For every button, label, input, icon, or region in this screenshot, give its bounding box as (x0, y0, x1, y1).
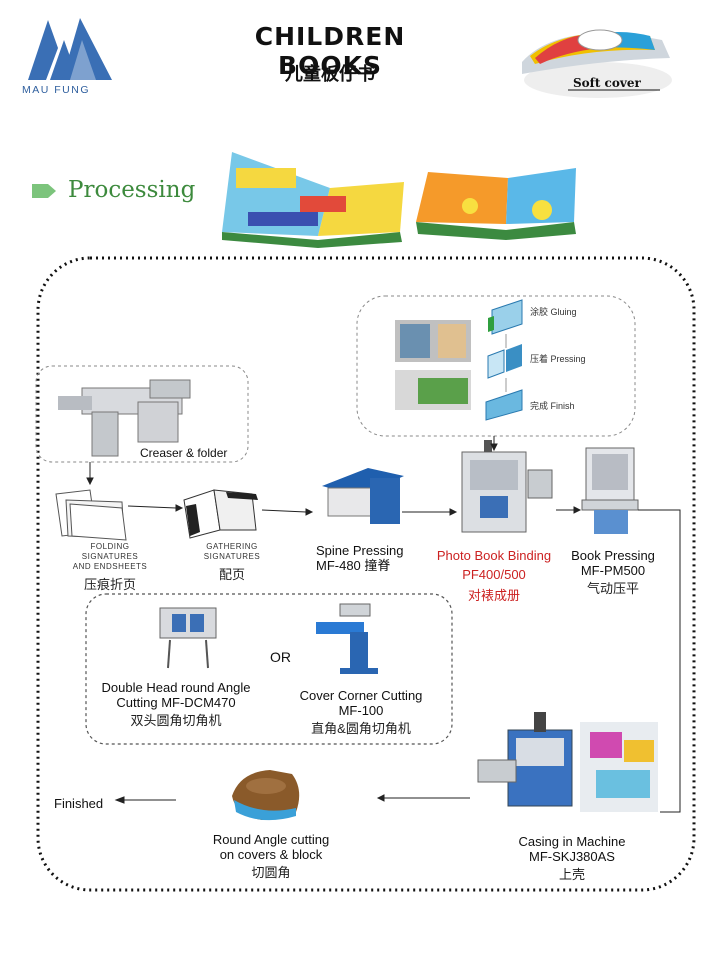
book-pressing-line2: MF-PM500 (580, 563, 646, 578)
folding-line2: SIGNATURES (81, 552, 139, 561)
photo-book-binding-step: Photo Book Binding PF400/500 对裱成册 (420, 548, 568, 604)
corner-zh: 直角&圆角切角机 (311, 721, 411, 736)
cutting-options-box (85, 593, 453, 745)
corner-line2: MF-100 (338, 703, 384, 718)
binding-line2: PF400/500 (462, 567, 526, 582)
folding-signatures-image (55, 489, 127, 541)
processing-bullet-icon (32, 184, 56, 198)
processing-heading: Processing (68, 177, 196, 203)
brand-name: MAU FUNG (22, 84, 90, 96)
round-angle-step: Round Angle cutting on covers & block 切圆… (196, 832, 346, 881)
double-head-zh: 双头圆角切角机 (130, 713, 222, 728)
spine-pressing-step: Spine Pressing MF-480 撞脊 (316, 543, 426, 573)
book-pressing-zh: 气动压平 (586, 581, 639, 596)
binding-zh: 对裱成册 (467, 588, 520, 603)
double-head-line1: Double Head round Angle (101, 680, 251, 695)
gathering-zh: 配页 (218, 567, 245, 582)
folding-line1: FOLDING (90, 542, 130, 551)
gathering-signatures-image (183, 489, 258, 539)
double-head-line2: Cutting MF-DCM470 (116, 695, 236, 710)
creaser-label: Creaser & folder (140, 446, 228, 460)
casing-in-machine-image (477, 712, 573, 807)
cover-corner-cutting-machine-image (316, 603, 378, 674)
spine-line2: MF-480 撞脊 (316, 558, 391, 573)
soft-cover-label: Soft cover (573, 76, 641, 90)
spine-pressing-machine-image (322, 468, 404, 524)
double-head-step: Double Head round Angle Cutting MF-DCM47… (86, 680, 266, 729)
casing-books-photo (580, 722, 658, 812)
double-head-cutting-machine-image (159, 607, 217, 669)
gluing-box (356, 295, 636, 437)
casing-in-step: Casing in Machine MF-SKJ380AS 上壳 (506, 834, 638, 883)
casing-zh: 上壳 (558, 867, 585, 882)
gluing-label: 涂胶 Gluing (530, 307, 577, 317)
soft-cover-book-image (522, 29, 672, 98)
binding-line1: Photo Book Binding (436, 548, 552, 563)
gathering-line1: GATHERING (206, 542, 258, 551)
casing-line2: MF-SKJ380AS (529, 849, 615, 864)
photo-book-binding-machine-image (461, 440, 553, 533)
round-line1: Round Angle cutting (212, 832, 330, 847)
process-border (36, 256, 696, 892)
folding-step: FOLDING SIGNATURES AND ENDSHEETS 压痕折页 (58, 542, 162, 593)
flow-arrows (86, 436, 681, 813)
corner-cutting-step: Cover Corner Cutting MF-100 直角&圆角切角机 (286, 688, 436, 737)
creaser-folder-machine-image (58, 379, 191, 457)
book-pressing-step: Book Pressing MF-PM500 气动压平 (560, 548, 666, 597)
spine-line1: Spine Pressing (316, 543, 404, 558)
book-pressing-machine-image (581, 447, 639, 534)
folding-line3: AND ENDSHEETS (72, 562, 148, 571)
board-book-photo-2 (416, 168, 576, 240)
or-label: OR (270, 649, 291, 665)
round-zh: 切圆角 (251, 865, 291, 880)
page-subtitle: 儿童板仔书 (285, 64, 375, 84)
creaser-box (35, 365, 249, 463)
finish-label: 完成 Finish (530, 401, 575, 411)
gathering-step: GATHERING SIGNATURES 配页 (190, 542, 274, 583)
binding-photo (395, 320, 471, 410)
finished-label: Finished (54, 796, 104, 811)
mau-fung-logo (28, 18, 112, 80)
pressing-label: 压着 Pressing (530, 354, 586, 364)
round-line2: on covers & block (219, 847, 323, 862)
page-title: CHILDREN BOOKS (254, 22, 406, 80)
board-book-photo-1 (222, 152, 404, 248)
gluing-steps-icon (485, 299, 523, 421)
folding-zh: 压痕折页 (83, 577, 136, 592)
round-angle-book-image (232, 770, 300, 821)
corner-line1: Cover Corner Cutting (299, 688, 423, 703)
casing-line1: Casing in Machine (518, 834, 626, 849)
gathering-line2: SIGNATURES (203, 552, 261, 561)
book-pressing-line1: Book Pressing (571, 548, 655, 563)
